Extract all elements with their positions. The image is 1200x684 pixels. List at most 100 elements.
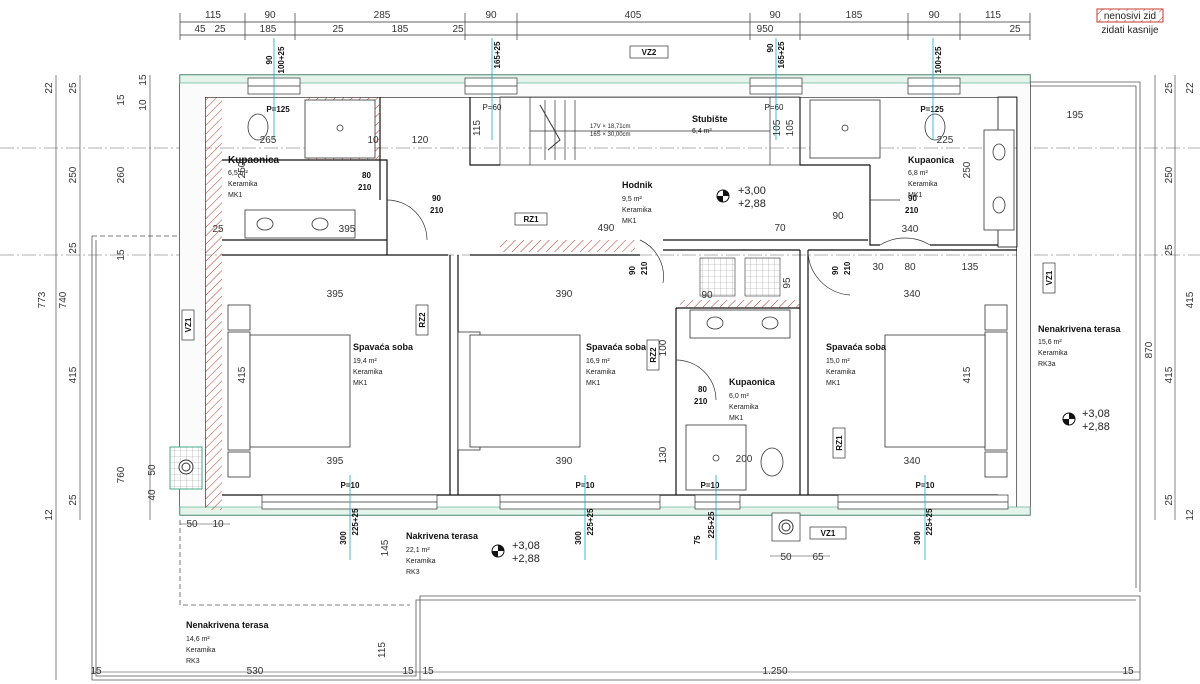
dim-label: 740 xyxy=(58,291,69,308)
dim-label: 250 xyxy=(1164,166,1175,183)
fixtures xyxy=(244,99,1015,491)
room-finish: Keramika xyxy=(729,404,759,411)
dim-label: 225 xyxy=(937,135,954,146)
room-name: Kupaonica xyxy=(228,155,280,166)
level-value: +3,08 xyxy=(512,540,540,552)
room-bath-2: Kupaonica 6,8 m² Keramika MK1 xyxy=(908,155,955,199)
window-tag: 300 xyxy=(339,531,348,545)
door-tag: 90 xyxy=(628,266,637,275)
dim-label: 260 xyxy=(116,166,127,183)
dim-label: 90 xyxy=(264,10,276,21)
dim-label: 265 xyxy=(260,135,277,146)
dim-label: 415 xyxy=(237,366,248,383)
level-marker-bottom: +3,08 +2,88 xyxy=(491,540,540,565)
dim-label: 25 xyxy=(212,224,224,235)
dim-label: 10 xyxy=(212,519,224,530)
window-tag: 90 xyxy=(766,43,775,52)
door-tag: 210 xyxy=(430,206,444,215)
dim-label: 50 xyxy=(780,552,792,563)
bottom-dimensions: 50 10 145 50 65 530 1.250 15 15 15 15 11… xyxy=(90,519,1140,677)
dim-label: 395 xyxy=(339,224,356,235)
room-area: 22,1 m² xyxy=(406,547,430,554)
dim-label: 415 xyxy=(1185,291,1196,308)
window-sill-label: P=10 xyxy=(701,481,720,490)
room-name: Nakrivena terasa xyxy=(406,531,479,541)
door-tag: 90 xyxy=(432,194,441,203)
door-tag: 210 xyxy=(694,397,708,406)
window-tag: 100+25 xyxy=(934,46,943,73)
dim-label: 90 xyxy=(832,211,844,222)
window-tag: 300 xyxy=(574,531,583,545)
dim-label: 415 xyxy=(962,366,973,383)
tag-rz2: RZ2 xyxy=(649,347,658,363)
dim-label: 40 xyxy=(147,489,158,501)
window-tag: 225+25 xyxy=(351,508,360,535)
dim-label: 15 xyxy=(90,666,102,677)
partition-wall-hatched xyxy=(680,300,800,308)
dim-label: 395 xyxy=(327,289,344,300)
level-value: +2,88 xyxy=(738,198,766,210)
level-markers: +3,00 +2,88 +3,08 +2,88 +3,08 +2,88 xyxy=(491,185,1110,565)
dim-label: 10 xyxy=(367,135,379,146)
dim-label: 145 xyxy=(380,539,391,556)
dim-label: 25 xyxy=(332,24,344,35)
tag-vz1: VZ1 xyxy=(1045,270,1054,285)
dim-label: 415 xyxy=(68,366,79,383)
dim-label: 25 xyxy=(1164,494,1175,506)
right-dimensions: 25 22 250 25 870 415 25 12 415 xyxy=(1144,75,1196,521)
room-code: MK1 xyxy=(586,380,601,387)
dim-label: 870 xyxy=(1144,341,1155,358)
room-bedroom-3: Spavaća soba 15,0 m² Keramika MK1 xyxy=(826,342,887,387)
dim-label: 390 xyxy=(556,289,573,300)
room-finish: Keramika xyxy=(228,181,258,188)
level-value: +2,88 xyxy=(1082,421,1110,433)
dim-label: 395 xyxy=(327,456,344,467)
room-code: MK1 xyxy=(353,380,368,387)
window-tag: 165+25 xyxy=(493,41,502,68)
dim-label: 100 xyxy=(658,339,669,356)
room-name: Spavaća soba xyxy=(353,342,414,352)
room-code: MK1 xyxy=(622,218,637,225)
stair-note: 17V × 18,71cm xyxy=(590,124,631,130)
beds xyxy=(227,304,1008,478)
room-name: Stubište xyxy=(692,114,728,124)
dim-label: 120 xyxy=(412,135,429,146)
room-area: 6,8 m² xyxy=(908,170,929,177)
dim-label: 950 xyxy=(757,24,774,35)
dim-label: 15 xyxy=(116,94,127,106)
window-tag: 90 xyxy=(265,55,274,64)
room-code: MK1 xyxy=(228,192,243,199)
dim-label: 340 xyxy=(904,289,921,300)
room-bedroom-1: Spavaća soba 19,4 m² Keramika MK1 xyxy=(353,342,414,387)
interior-dims: 395 395 395 390 390 340 340 265 120 490 … xyxy=(212,110,1083,467)
room-code: RK3 xyxy=(186,658,200,665)
terrace-outlines xyxy=(91,81,1141,681)
window-sill-label: P=125 xyxy=(266,105,290,114)
room-finish: Keramika xyxy=(586,369,616,376)
drains xyxy=(169,446,801,542)
room-area: 16,9 m² xyxy=(586,358,610,365)
dim-label: 25 xyxy=(1009,24,1021,35)
dim-label: 285 xyxy=(374,10,391,21)
dim-label: 80 xyxy=(904,262,916,273)
dim-label: 185 xyxy=(260,24,277,35)
room-code: MK1 xyxy=(729,415,744,422)
dim-label: 250 xyxy=(962,161,973,178)
dim-label: 12 xyxy=(44,509,55,521)
dim-label: 490 xyxy=(598,223,615,234)
dim-label: 760 xyxy=(116,466,127,483)
top-dimensions xyxy=(179,13,1031,40)
dim-label: 90 xyxy=(701,290,713,301)
window-tag: 225+25 xyxy=(707,511,716,538)
room-hall: Hodnik 9,5 m² Keramika MK1 xyxy=(622,180,653,225)
dim-label: 340 xyxy=(902,224,919,235)
room-area: 19,4 m² xyxy=(353,358,377,365)
room-bath-3: Kupaonica 6,0 m² Keramika MK1 xyxy=(729,377,776,422)
room-name: Spavaća soba xyxy=(586,342,647,352)
tag-vz1: VZ1 xyxy=(184,317,193,332)
window-tag: 225+25 xyxy=(586,508,595,535)
legend-label-1: nenosivi zid xyxy=(1104,11,1156,22)
window-markers xyxy=(273,38,934,560)
legend: nenosivi zid zidati kasnije xyxy=(1096,8,1164,36)
dim-label: 25 xyxy=(68,82,79,94)
